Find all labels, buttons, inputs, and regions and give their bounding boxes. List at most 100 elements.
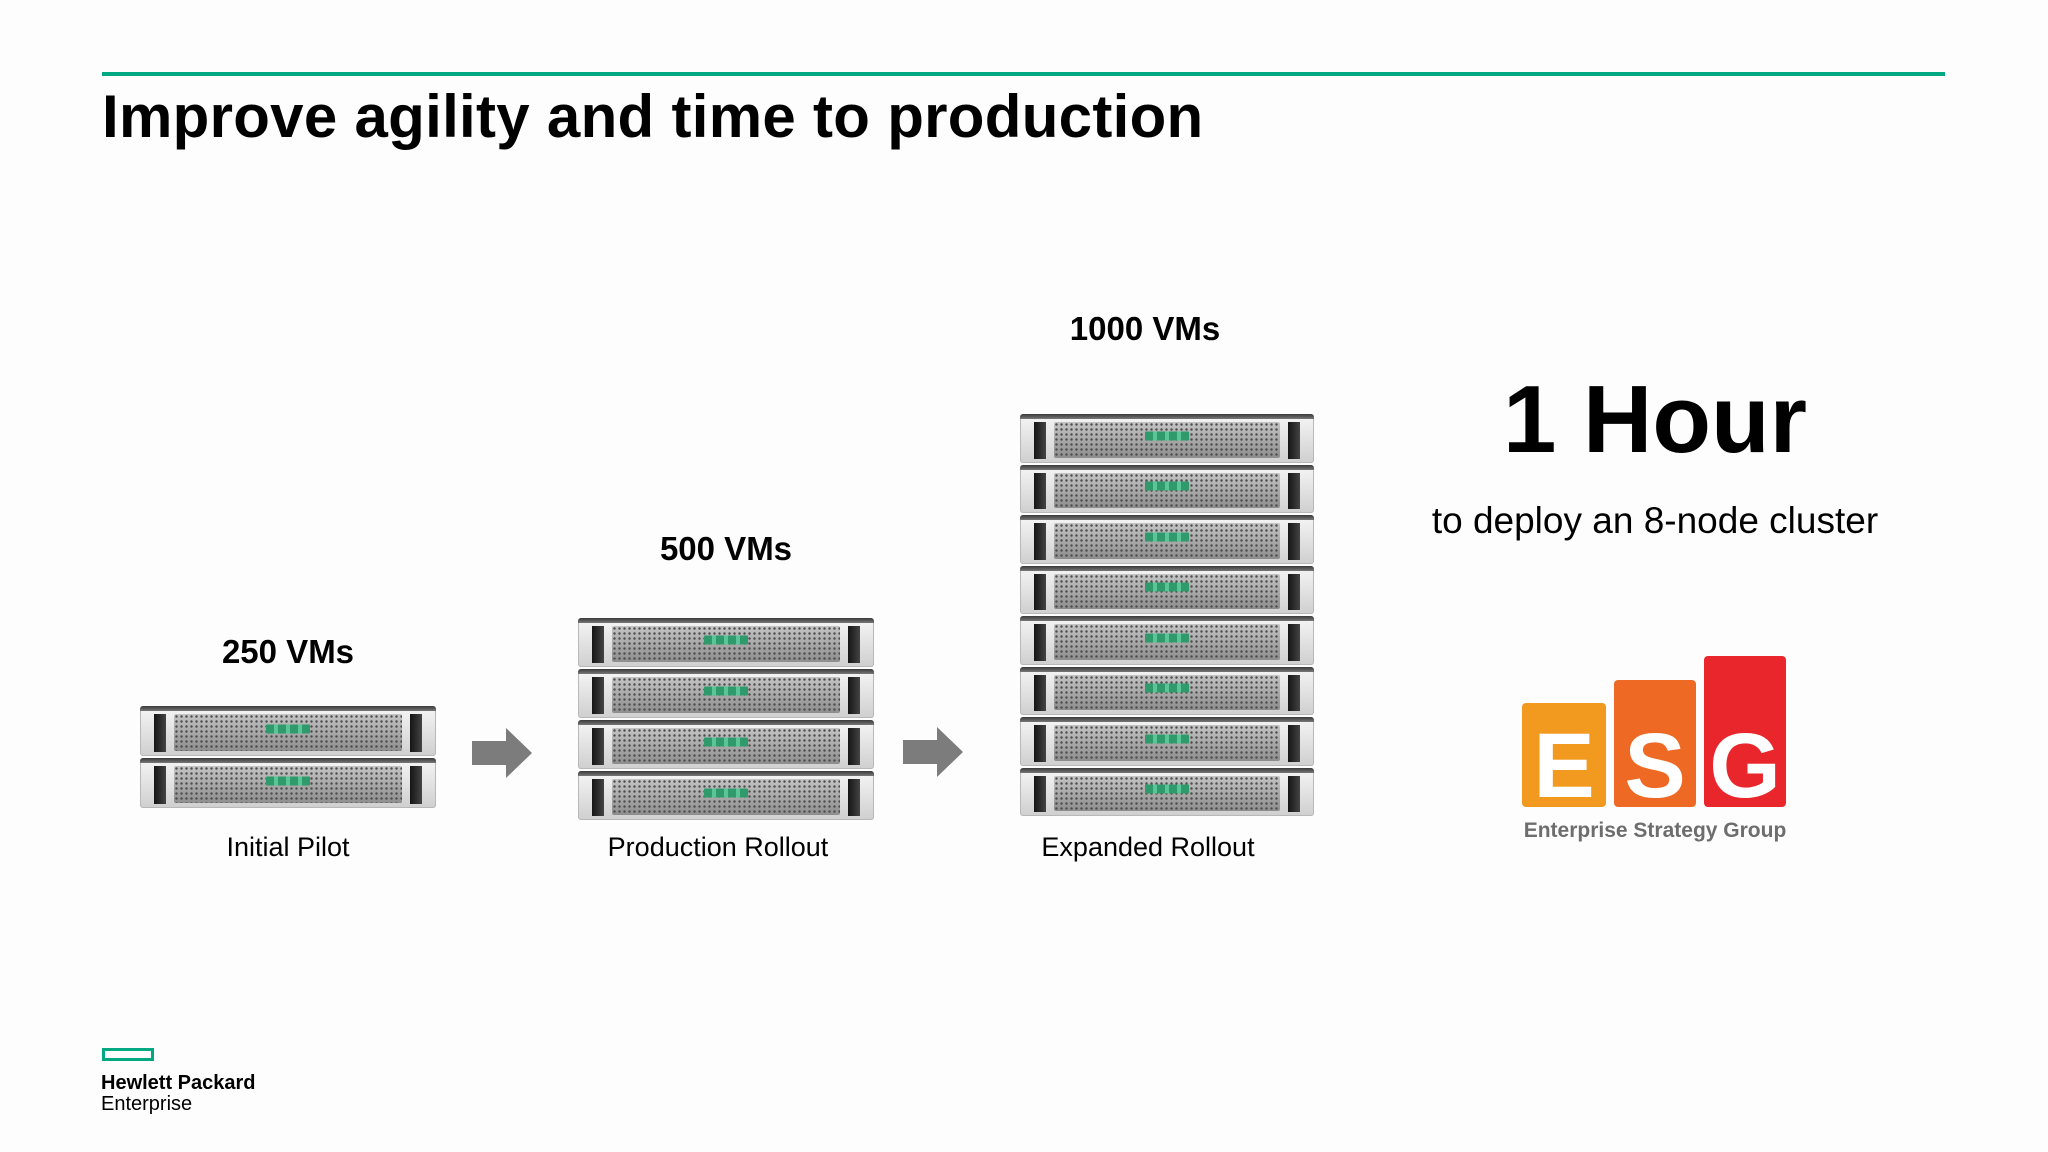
server-ear-r (1288, 725, 1300, 762)
server-ear-r (1288, 674, 1300, 711)
right-arrow-icon (472, 728, 532, 778)
esg-tagline: Enterprise Strategy Group (1523, 819, 1787, 842)
server-top-strip (578, 771, 874, 776)
server-ear-r (1288, 624, 1300, 661)
right-arrow-icon (903, 727, 963, 777)
server-status-light (1145, 633, 1189, 643)
server-top-strip (1020, 717, 1314, 722)
hpe-logo-mark (102, 1048, 154, 1061)
vm-count-production-rollout: 500 VMs (659, 530, 793, 567)
hpe-logo-text-line2: Enterprise (101, 1093, 193, 1115)
server-bay (174, 766, 402, 803)
server-top-strip (578, 618, 874, 623)
server-top-strip (1020, 767, 1314, 773)
server-ear-l (1034, 573, 1046, 610)
esg-letter-box-g (1704, 656, 1786, 807)
esg-letter-s: S (1624, 715, 1685, 817)
server-unit (1020, 616, 1314, 665)
server-top-strip (1020, 515, 1314, 520)
server-ear-r (410, 714, 422, 752)
server-ear-r (848, 626, 860, 663)
title-rule (102, 72, 1945, 76)
server-ear-l (1034, 775, 1046, 812)
server-status-light (1145, 734, 1189, 744)
server-unit (1020, 414, 1314, 463)
server-status-light (266, 724, 310, 733)
esg-letter-box-e (1522, 703, 1606, 807)
server-unit (578, 771, 874, 820)
server-bay (612, 728, 840, 764)
server-status-light (1145, 683, 1189, 693)
server-stack-expanded-rollout (1020, 414, 1314, 816)
server-top-strip (578, 720, 874, 725)
server-unit (578, 618, 874, 667)
server-ear-l (154, 714, 166, 752)
server-status-light (1145, 431, 1189, 441)
server-unit (140, 758, 436, 808)
server-ear-l (592, 677, 604, 714)
server-ear-l (592, 728, 604, 765)
server-ear-l (1034, 725, 1046, 762)
server-ear-r (410, 766, 422, 804)
server-ear-r (848, 779, 860, 816)
server-ear-l (1034, 422, 1046, 459)
server-ear-r (1288, 573, 1300, 610)
server-ear-r (848, 728, 860, 765)
server-unit (578, 669, 874, 718)
server-ear-r (1288, 775, 1300, 812)
stage-label-expanded-rollout: Expanded Rollout (1041, 832, 1255, 862)
server-top-strip (1020, 666, 1314, 672)
server-status-light (266, 776, 310, 785)
server-bay (1054, 422, 1280, 458)
server-ear-r (848, 677, 860, 714)
server-ear-l (154, 766, 166, 804)
server-status-light (704, 737, 748, 747)
server-stack-production-rollout (578, 618, 874, 820)
server-top-strip (1020, 414, 1314, 419)
server-unit (140, 706, 436, 756)
server-bay (1054, 725, 1280, 761)
server-top-strip (140, 706, 436, 711)
server-bay (1054, 775, 1280, 811)
esg-logo: E S G (1522, 656, 1786, 817)
vm-count-initial-pilot: 250 VMs (221, 633, 355, 670)
deploy-time-caption: to deploy an 8-node cluster (1431, 500, 1879, 541)
server-unit (1020, 515, 1314, 564)
server-ear-r (1288, 422, 1300, 459)
server-top-strip (1020, 565, 1314, 571)
server-status-light (704, 635, 748, 645)
server-bay (1054, 624, 1280, 660)
server-ear-l (592, 779, 604, 816)
server-ear-r (1288, 523, 1300, 560)
server-status-light (704, 686, 748, 696)
server-status-light (704, 788, 748, 798)
stage-label-initial-pilot: Initial Pilot (226, 832, 350, 862)
server-unit (1020, 666, 1314, 715)
server-ear-l (1034, 674, 1046, 711)
server-ear-r (1288, 472, 1300, 509)
server-top-strip (1020, 616, 1314, 621)
stage-label-production-rollout: Production Rollout (607, 832, 829, 862)
slide-title: Improve agility and time to production (102, 83, 1204, 150)
server-status-light (1145, 481, 1189, 491)
server-unit (1020, 464, 1314, 513)
server-bay (612, 677, 840, 713)
server-stack-initial-pilot (140, 706, 436, 808)
server-unit (1020, 767, 1314, 816)
server-bay (612, 779, 840, 815)
server-status-light (1145, 532, 1189, 542)
deploy-time-headline: 1 Hour (1502, 366, 1808, 473)
server-ear-l (1034, 472, 1046, 509)
server-ear-l (592, 626, 604, 663)
server-unit (1020, 717, 1314, 766)
server-ear-l (1034, 624, 1046, 661)
hpe-logo-text-line1: Hewlett Packard (101, 1072, 256, 1094)
esg-letter-g: G (1709, 715, 1781, 817)
server-bay (1054, 674, 1280, 710)
esg-letter-box-s (1614, 680, 1696, 807)
server-top-strip (578, 669, 874, 674)
esg-letter-e: E (1533, 715, 1594, 817)
server-unit (578, 720, 874, 769)
server-unit (1020, 565, 1314, 614)
